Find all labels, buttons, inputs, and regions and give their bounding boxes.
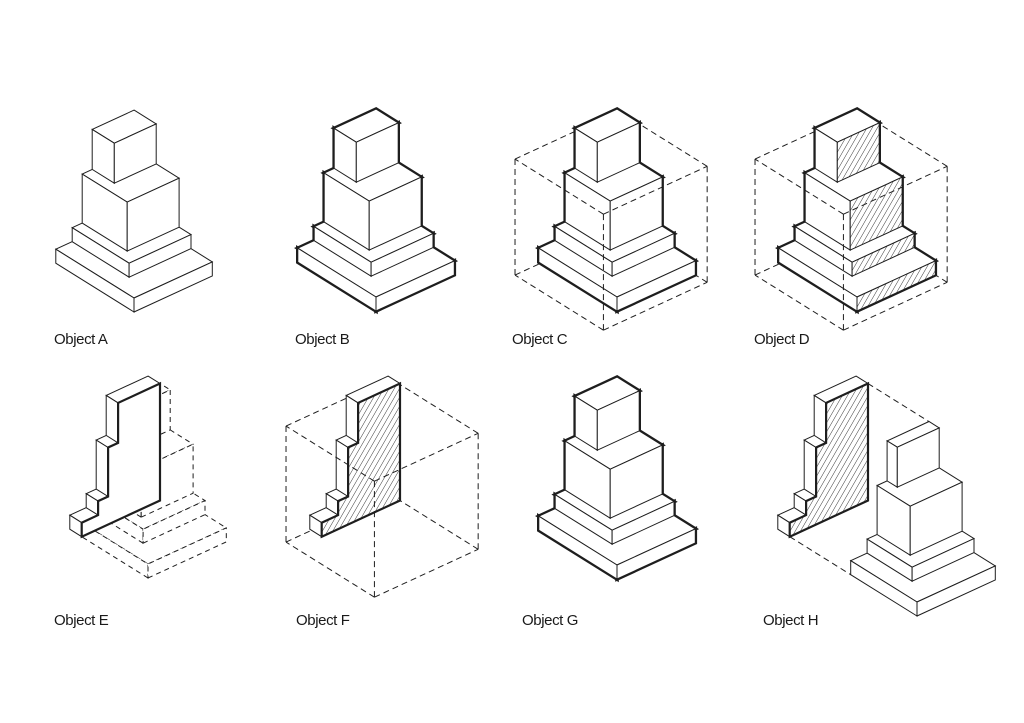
object-d-drawing [754,107,948,331]
bounding-box-edge [843,281,948,331]
tier-0-right-face [147,527,227,579]
tier-0-right-face [916,565,996,617]
bounding-box-edge [374,432,479,482]
tier-2-left-face [335,439,349,498]
label-object-h: Object H [763,612,819,629]
tier-0-right-face [375,260,455,312]
object-a-drawing [54,109,214,313]
bounding-box-edge [285,425,375,482]
tier-3-left-face [886,440,898,489]
object-h-drawing [776,375,997,617]
label-object-c: Object C [512,331,568,348]
tier-3-right-face [596,390,640,451]
bounding-box-edge [858,110,948,167]
bounding-box-edge [618,110,708,167]
tier-3-left-face [345,394,359,444]
object-b-drawing [294,107,459,315]
bounding-box-edge [843,165,948,215]
tier-1-right-face [611,500,675,545]
object-g-drawing [535,375,700,583]
bounding-box-edge [514,158,604,215]
connector-dashed-line [789,536,851,576]
tier-3-right-face [355,122,399,183]
tier-3-left-face [813,394,827,444]
tier-2-right-face [609,444,663,519]
object-f-drawing [285,375,479,598]
tier-2-right-face [849,176,903,251]
tier-1-right-face [128,233,192,278]
label-object-e: Object E [54,612,109,629]
connector-dashed-line [867,383,930,422]
label-object-a: Object A [54,331,108,348]
tier-2-left-face [95,439,109,498]
tier-1-right-face [142,499,206,544]
tier-2-right-face [126,177,180,252]
label-object-f: Object F [296,612,350,629]
tier-1-right-face [851,232,915,277]
tier-3-left-face [105,394,119,444]
bounding-box-edge [389,377,479,434]
tier-0-right-face [856,260,936,312]
tier-1-right-face [370,232,434,277]
tier-1-right-face [611,232,675,277]
tier-2-left-face [803,439,817,498]
section-face [788,381,870,539]
bounding-box-edge [754,274,844,331]
tier-2-right-face [909,481,963,556]
bounding-box-edge [389,493,479,550]
section-face [80,381,162,539]
bounding-box-edge [285,541,375,598]
object-e-drawing [68,375,228,579]
tier-1-right-face [911,537,975,582]
section-face [320,381,402,539]
tier-3-right-face [896,427,940,488]
bounding-box-edge [374,548,479,598]
tier-0-right-face [133,261,213,313]
object-c-drawing [514,107,708,331]
bounding-box-edge [603,165,708,215]
tier-3-right-face [836,122,880,183]
tier-3-right-face [113,123,157,184]
label-object-g: Object G [522,612,578,629]
label-object-b: Object B [295,331,350,348]
tier-0-right-face [616,260,696,312]
tier-2-right-face [609,176,663,251]
tier-3-right-face [596,122,640,183]
bounding-box-edge [754,158,844,215]
tier-2-right-face [368,176,422,251]
bounding-box-edge [514,274,604,331]
bounding-box-edge [603,281,708,331]
tier-0-right-face [616,528,696,580]
label-object-d: Object D [754,331,810,348]
